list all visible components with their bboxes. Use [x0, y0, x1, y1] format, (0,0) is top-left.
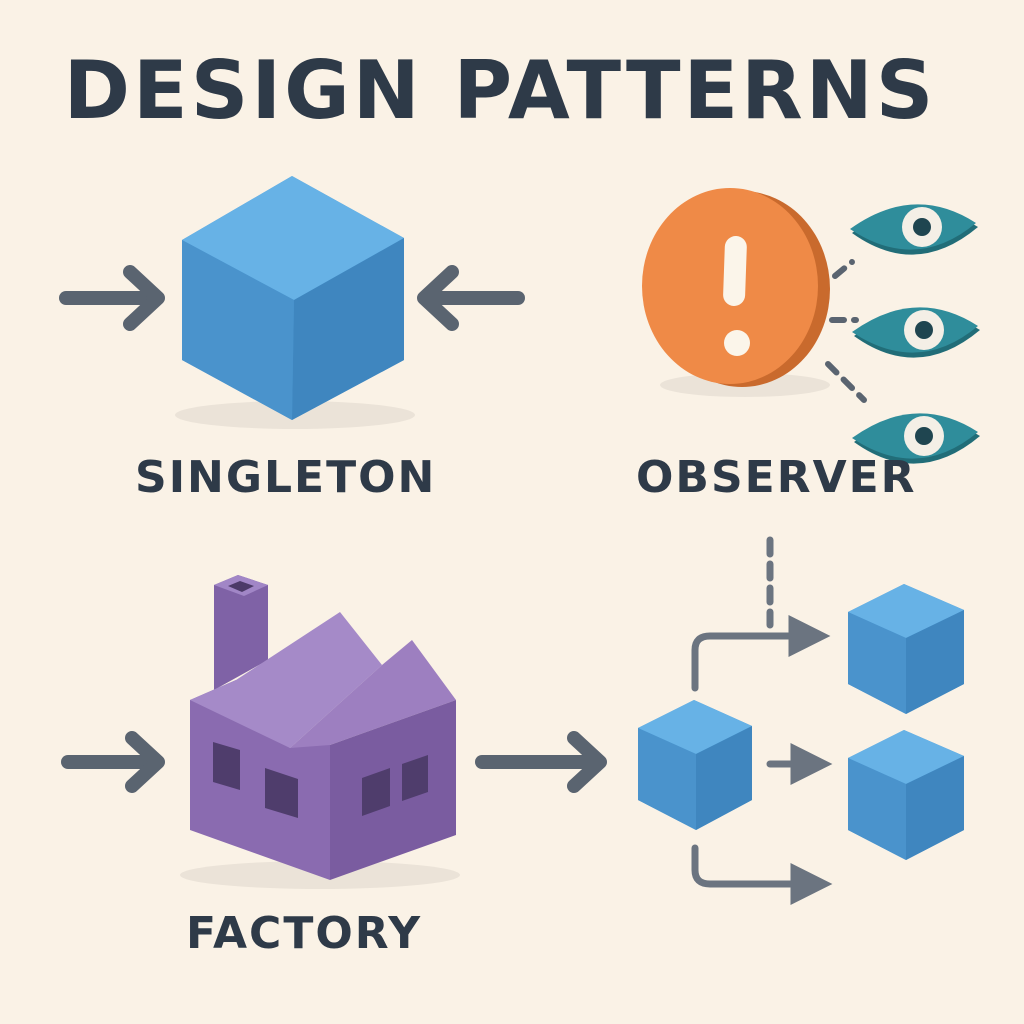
- singleton-label: SINGLETON: [135, 452, 437, 503]
- eye-icon: [852, 307, 980, 358]
- singleton-cube-icon: [175, 176, 415, 429]
- singleton-arrow-right: [417, 265, 525, 331]
- factory-product-links: [691, 536, 833, 905]
- factory-arrow-out: [475, 731, 607, 793]
- factory-arrow-in: [61, 731, 165, 793]
- product-cube-icon: [638, 700, 752, 830]
- singleton-arrow-left: [59, 265, 165, 331]
- factory-label: FACTORY: [186, 908, 423, 959]
- observer-label: OBSERVER: [636, 452, 917, 503]
- eye-icon: [852, 413, 980, 464]
- page-title: DESIGN PATTERNS: [63, 44, 937, 137]
- factory-icon: [180, 575, 460, 889]
- observer-dashed-links: [825, 259, 867, 403]
- product-cube-icon: [848, 730, 964, 860]
- eye-icon: [850, 204, 978, 255]
- product-cube-icon: [848, 584, 964, 714]
- alert-icon: [642, 188, 830, 397]
